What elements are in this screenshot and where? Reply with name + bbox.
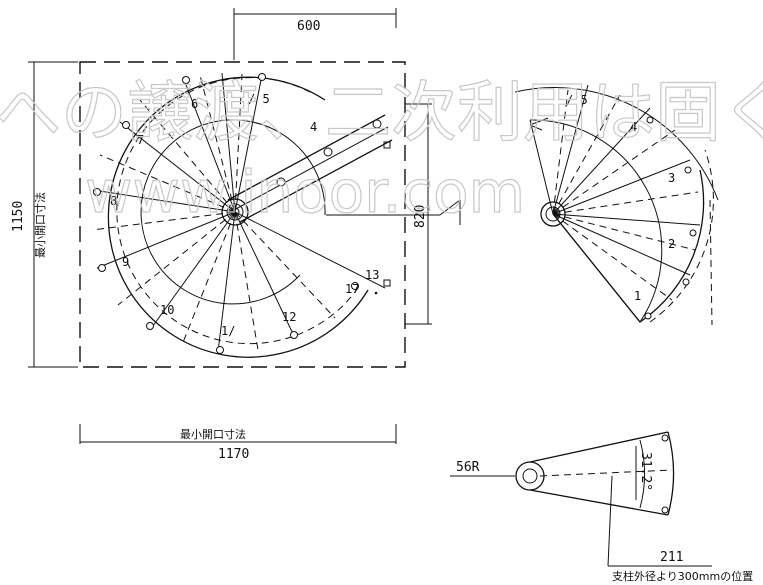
center-post-outer	[221, 198, 249, 226]
plan-step-8: 8	[110, 194, 117, 208]
radius-label: 56R	[456, 460, 480, 475]
handrail-diagonal	[227, 114, 393, 223]
detail-note: 支柱外径より300mmの位置	[612, 569, 753, 583]
fan-right-edge	[709, 199, 713, 326]
watermark: への譲渡、二次利用は固く www.inoor.com	[0, 73, 763, 226]
watermark-line2: www.inoor.com	[85, 158, 525, 226]
angle-label: 31.2°	[638, 452, 653, 491]
watermark-line1: への譲渡、二次利用は固く	[0, 74, 763, 151]
fan-step-1: 1	[634, 289, 641, 303]
tread-detail: 56R 31.2° 211 支柱外径より300mmの位置	[450, 431, 753, 583]
fan-dashed-arc	[649, 149, 714, 323]
center-post-inner	[230, 207, 240, 217]
fan-post-inner	[545, 206, 561, 222]
plan-step-13: 13	[365, 268, 379, 282]
dim-820: 820	[413, 205, 428, 228]
fan-step-3: 3	[668, 171, 675, 185]
detail-bolt-top	[661, 434, 669, 442]
plan-step-17: 17	[345, 282, 359, 296]
plan-step-10: 10	[160, 303, 174, 317]
detail-bolt-bottom	[661, 506, 669, 514]
plan-step-5: / 5	[248, 92, 270, 106]
fan-step-lines	[552, 84, 701, 301]
plan-step-6: 6	[191, 97, 198, 111]
fan-outer-arc	[639, 169, 705, 323]
plan-tread-bolts	[93, 73, 359, 354]
dim-width-label: 最小開口寸法	[180, 427, 246, 441]
plan-step-4: 4	[310, 120, 317, 134]
outer-tread-arc	[107, 76, 369, 358]
fan-view: / 5 4 3 2 1	[514, 84, 719, 326]
marker-square-top	[383, 141, 391, 149]
fan-step-2: 2	[668, 237, 675, 251]
inner-circle-arc	[140, 119, 326, 305]
plan-step-12: 12	[282, 310, 296, 324]
detail-post-outer	[515, 461, 545, 491]
opening-outline	[79, 61, 406, 368]
plan-step-11: 1/	[221, 324, 235, 338]
plan-step-7: 7	[137, 133, 144, 147]
dim-600: 600	[297, 19, 320, 34]
marker-dot	[374, 291, 378, 295]
fan-bolts	[644, 116, 697, 320]
dim-height-label: 最小開口寸法	[33, 192, 47, 258]
dim-1170: 1170	[218, 447, 249, 462]
fan-post-outer	[540, 201, 566, 227]
dim-211: 211	[660, 550, 683, 565]
fan-outline	[529, 119, 663, 323]
fan-top-arc	[514, 87, 719, 201]
outer-tread-dashed-arc	[116, 77, 359, 345]
fan-step-5: / 5	[566, 93, 588, 107]
fan-step-4: 4	[630, 120, 637, 134]
center-post-mid	[226, 203, 244, 221]
detail-post-inner	[522, 468, 538, 484]
plan-step-9: 9	[122, 255, 129, 269]
dim-1150: 1150	[11, 201, 26, 232]
plan-step-lines	[91, 72, 386, 353]
marker-square-bottom	[383, 279, 391, 287]
plan-view: / 5 4 6 7 8 9 10 1/ 12 17 13 600 1150 最小…	[11, 8, 461, 462]
